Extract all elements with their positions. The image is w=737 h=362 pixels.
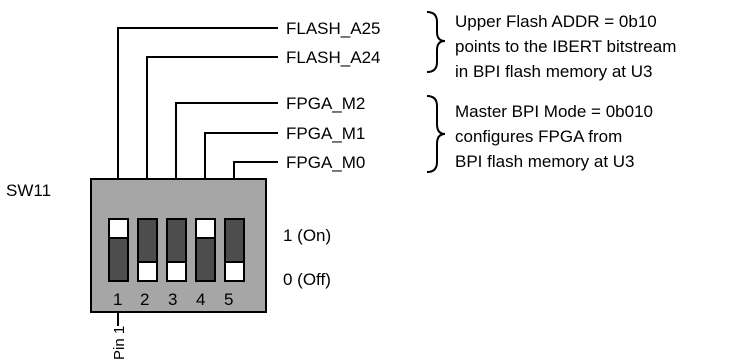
note-flash-addr-line-2: points to the IBERT bitstream (455, 37, 676, 56)
pin-number-1: 1 (113, 290, 122, 309)
signal-label-flash-a24: FLASH_A24 (286, 48, 381, 67)
switch-slots (108, 218, 245, 282)
state-label-on: 1 (On) (283, 226, 331, 245)
brace-bpi-mode (426, 95, 446, 173)
switch-knob-4[interactable] (195, 218, 216, 239)
note-bpi-mode-line-2: configures FPGA from (455, 127, 622, 146)
signal-label-fpga-m1: FPGA_M1 (286, 124, 365, 143)
note-bpi-mode-line-1: Master BPI Mode = 0b010 (455, 102, 653, 121)
pin1-label: Pin 1 (111, 326, 128, 360)
switch-knob-5[interactable] (224, 261, 245, 282)
pin-number-5: 5 (224, 290, 233, 309)
leader-line-flash-a24 (146, 56, 278, 178)
pin-numbers: 1 2 3 4 5 (113, 290, 233, 309)
note-bpi-mode-line-3: BPI flash memory at U3 (455, 152, 635, 171)
switch-knob-2[interactable] (137, 261, 158, 282)
leader-line-flash-a25 (117, 27, 278, 178)
switch-knob-1[interactable] (108, 218, 129, 239)
signal-labels: FLASH_A25 FLASH_A24 FPGA_M2 FPGA_M1 FPGA… (286, 19, 381, 172)
pin-number-2: 2 (140, 290, 149, 309)
leader-lines (117, 27, 278, 178)
switch-knob-3[interactable] (166, 261, 187, 282)
leader-line-fpga-m2 (175, 102, 278, 178)
state-label-off: 0 (Off) (283, 270, 331, 289)
signal-label-fpga-m0: FPGA_M0 (286, 153, 365, 172)
switch-name: SW11 (6, 181, 51, 200)
pin-number-4: 4 (196, 290, 205, 309)
leader-line-fpga-m1 (204, 132, 278, 178)
signal-label-fpga-m2: FPGA_M2 (286, 94, 365, 113)
leader-line-fpga-m0 (233, 161, 278, 178)
note-bpi-mode: Master BPI Mode = 0b010 configures FPGA … (455, 102, 653, 171)
note-flash-addr: Upper Flash ADDR = 0b10 points to the IB… (455, 12, 676, 81)
brace-flash-addr (426, 11, 446, 73)
note-flash-addr-line-3: in BPI flash memory at U3 (455, 62, 652, 81)
signal-label-flash-a25: FLASH_A25 (286, 19, 381, 38)
pin-number-3: 3 (168, 290, 177, 309)
note-flash-addr-line-1: Upper Flash ADDR = 0b10 (455, 12, 657, 31)
